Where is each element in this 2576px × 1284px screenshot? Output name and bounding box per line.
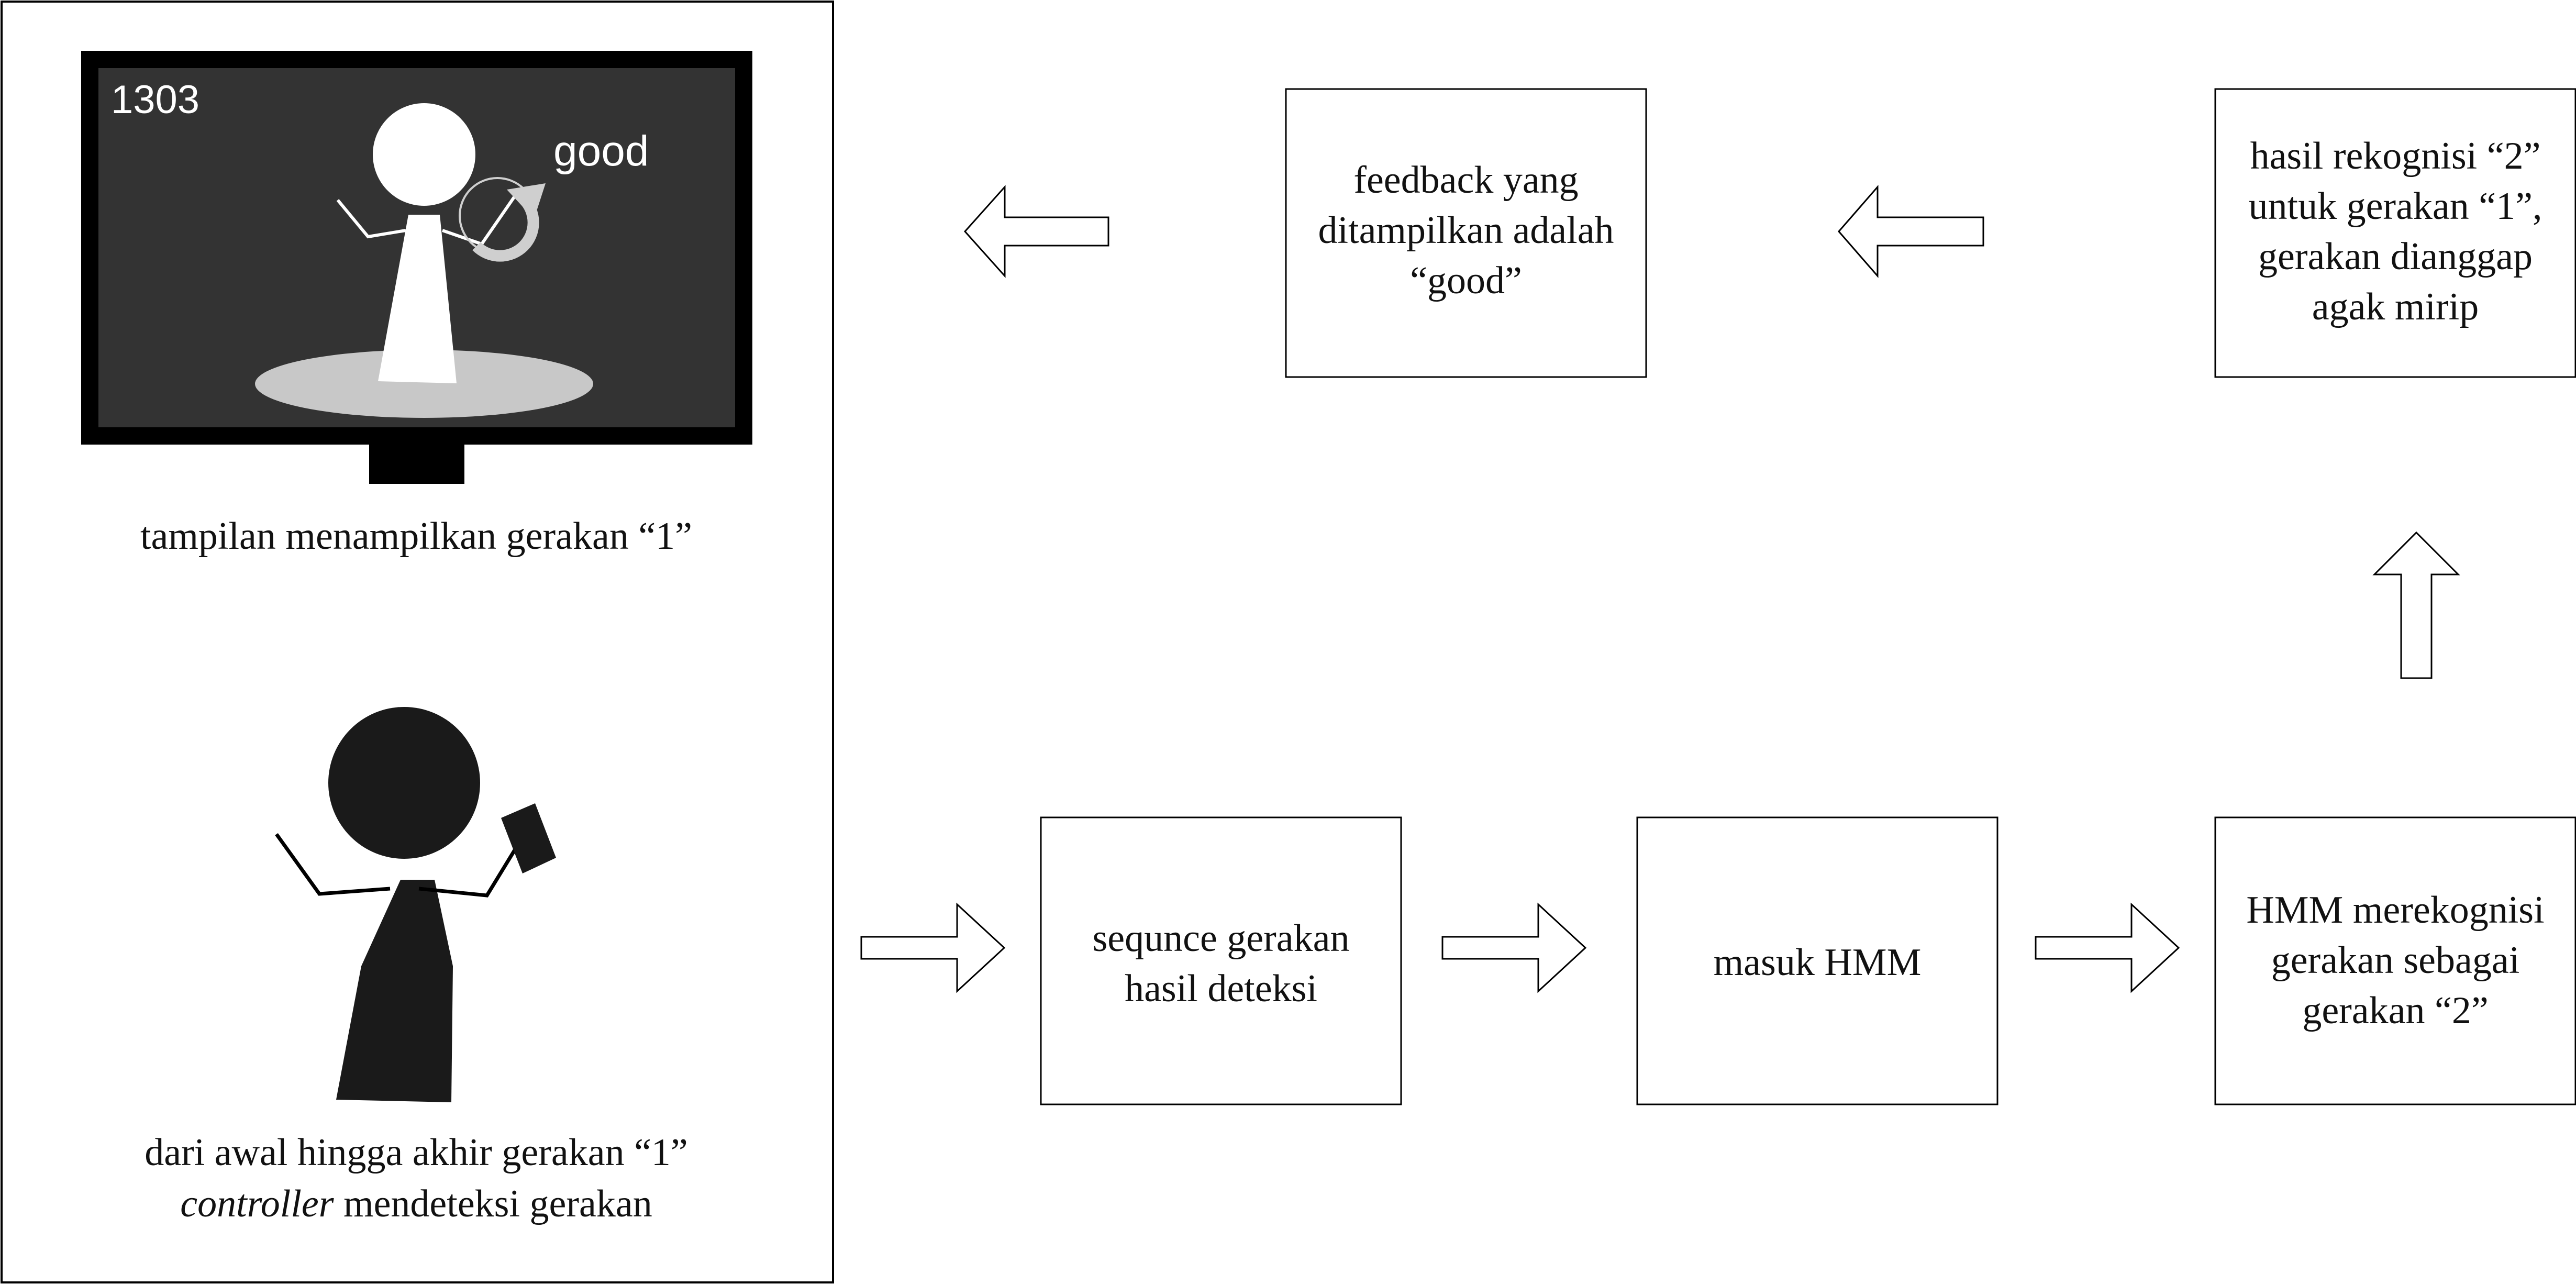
player-figure <box>275 707 556 1102</box>
box-hmm-recognize-line2: gerakan sebagai <box>2271 939 2520 982</box>
avatar-head <box>373 103 475 206</box>
avatar-left-arm <box>336 199 406 239</box>
avatar-body <box>378 215 457 383</box>
player-caption-line1: dari awal hingga akhir gerakan “1” <box>145 1131 688 1174</box>
box-hmm-recognize: HMM merekognisi gerakan sebagai gerakan … <box>2214 816 2576 1105</box>
screen-caption: tampilan menampilkan gerakan “1” <box>140 515 692 558</box>
player-left-arm <box>275 833 391 896</box>
box-recognition-result-line2: untuk gerakan “1”, <box>2249 185 2542 228</box>
player-body <box>336 880 453 1102</box>
box-hmm-recognize-line1: HMM merekognisi <box>2246 889 2544 932</box>
box-recognition-result-line4: agak mirip <box>2312 285 2479 328</box>
box-recognition-result: hasil rekognisi “2” untuk gerakan “1”, g… <box>2214 88 2576 378</box>
left-panel <box>1 1 834 1283</box>
box-sequence-line1: sequnce gerakan <box>1092 917 1349 960</box>
box-sequence-line2: hasil deteksi <box>1125 967 1317 1010</box>
score-counter: 1303 <box>111 78 199 122</box>
box-recognition-result-line1: hasil rekognisi “2” <box>2250 135 2541 178</box>
box-hmm-input-line1: masuk HMM <box>1714 941 1922 984</box>
box-recognition-result-line3: gerakan dianggap <box>2258 235 2533 278</box>
arrow-right-3 <box>2035 902 2180 993</box>
box-feedback-line1: feedback yang <box>1353 159 1578 202</box>
box-feedback-line2: ditampilkan adalah <box>1318 209 1614 252</box>
arrow-up <box>2372 531 2460 679</box>
box-hmm-input: masuk HMM <box>1636 816 1998 1105</box>
box-hmm-recognize-line3: gerakan “2” <box>2302 989 2488 1032</box>
controller-device <box>501 803 556 873</box>
arrow-right-1 <box>860 902 1006 993</box>
player-right-arm <box>418 847 517 898</box>
tv-monitor: 1303 good <box>81 51 752 484</box>
box-sequence: sequnce gerakan hasil deteksi <box>1040 816 1402 1105</box>
arrow-left-1 <box>1838 184 1984 279</box>
arrow-right-2 <box>1441 902 1587 993</box>
box-feedback-line3: “good” <box>1410 259 1522 302</box>
tv-stand <box>369 445 464 484</box>
box-feedback: feedback yang ditampilkan adalah “good” <box>1285 88 1647 378</box>
rotate-arrow-head <box>507 183 546 219</box>
feedback-word: good <box>553 127 649 175</box>
player-caption-line2: controller mendeteksi gerakan <box>180 1182 652 1225</box>
player-head <box>328 707 480 859</box>
arrow-left-2 <box>963 185 1109 278</box>
avatar-platform <box>255 350 593 418</box>
